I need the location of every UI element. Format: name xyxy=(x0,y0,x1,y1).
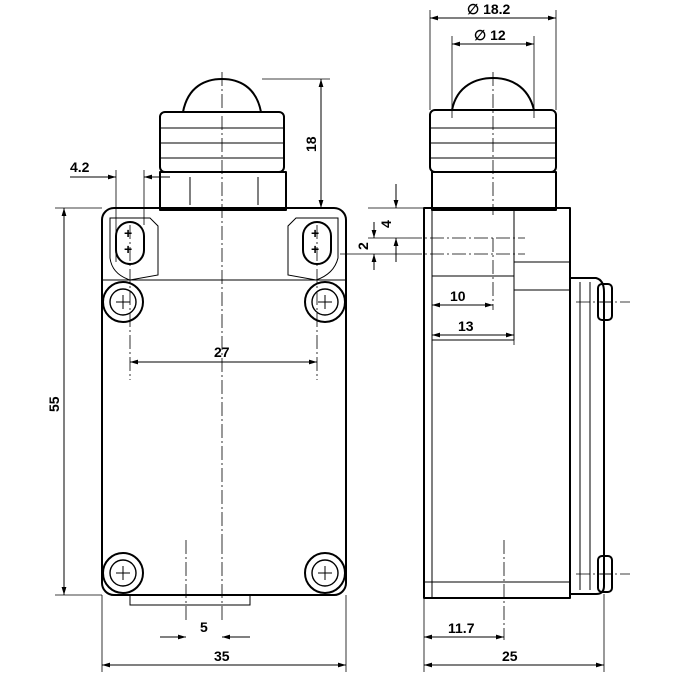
dim-plunger-inner-dia-label: ∅ 12 xyxy=(474,27,506,43)
dim-plunger-inner-dia: ∅ 12 xyxy=(451,27,535,118)
dim-depth-10-label: 10 xyxy=(450,288,466,304)
dim-bottom-offset-label: 5 xyxy=(200,619,208,635)
front-view: + + + + xyxy=(46,72,347,672)
screw-top-left-icon xyxy=(102,281,144,323)
plunger-neck-front xyxy=(159,171,287,211)
plunger-neck-side xyxy=(431,171,557,211)
housing-front xyxy=(101,207,347,596)
dim-hole-spacing: 27 xyxy=(130,344,317,365)
screw-bottom-right-icon xyxy=(304,552,346,594)
screw-side-top-icon xyxy=(576,283,630,321)
flange-right xyxy=(287,217,339,281)
dim-plunger-height: 18 xyxy=(262,78,330,209)
dim-body-width: 35 xyxy=(101,595,347,672)
svg-text:+: + xyxy=(311,241,319,257)
dim-slot-height-label: 4 xyxy=(378,220,394,228)
screw-top-right-icon xyxy=(304,281,346,323)
svg-text:+: + xyxy=(124,225,132,241)
dim-depth-13-label: 13 xyxy=(458,318,474,334)
dim-slot-height: 4 xyxy=(368,184,424,262)
dim-body-depth: 25 xyxy=(424,594,605,672)
dim-body-height-label: 55 xyxy=(46,396,62,412)
dim-depth-10: 10 xyxy=(432,288,493,308)
dim-slot-width: 2 xyxy=(340,222,408,270)
dim-body-depth-label: 25 xyxy=(502,648,518,664)
svg-text:+: + xyxy=(311,225,319,241)
dim-plunger-height-label: 18 xyxy=(303,136,319,152)
svg-text:+: + xyxy=(124,241,132,257)
dim-hole-spacing-label: 27 xyxy=(214,344,230,360)
flange-left xyxy=(109,217,159,281)
dim-bottom-depth-label: 11.7 xyxy=(448,620,475,636)
dim-plunger-outer-dia: ∅ 18.2 xyxy=(429,1,557,110)
dim-depth-13: 13 xyxy=(432,290,515,345)
cover-plate-side xyxy=(570,277,605,595)
dim-body-height: 55 xyxy=(46,207,102,596)
dim-bottom-depth: 11.7 xyxy=(423,598,504,672)
dim-body-width-label: 35 xyxy=(214,648,230,664)
screw-side-bottom-icon xyxy=(576,555,630,593)
dim-slot-width-label: 2 xyxy=(355,242,371,250)
dim-bottom-offset: 5 xyxy=(160,619,250,640)
housing-side xyxy=(423,207,571,599)
side-view: ∅ 18.2 ∅ 12 4 2 10 xyxy=(340,1,630,672)
dim-hole-offset: 4.2 xyxy=(70,159,170,262)
dim-plunger-outer-dia-label: ∅ 18.2 xyxy=(467,1,511,17)
dim-hole-offset-label: 4.2 xyxy=(70,159,90,175)
screw-bottom-left-icon xyxy=(102,552,144,594)
